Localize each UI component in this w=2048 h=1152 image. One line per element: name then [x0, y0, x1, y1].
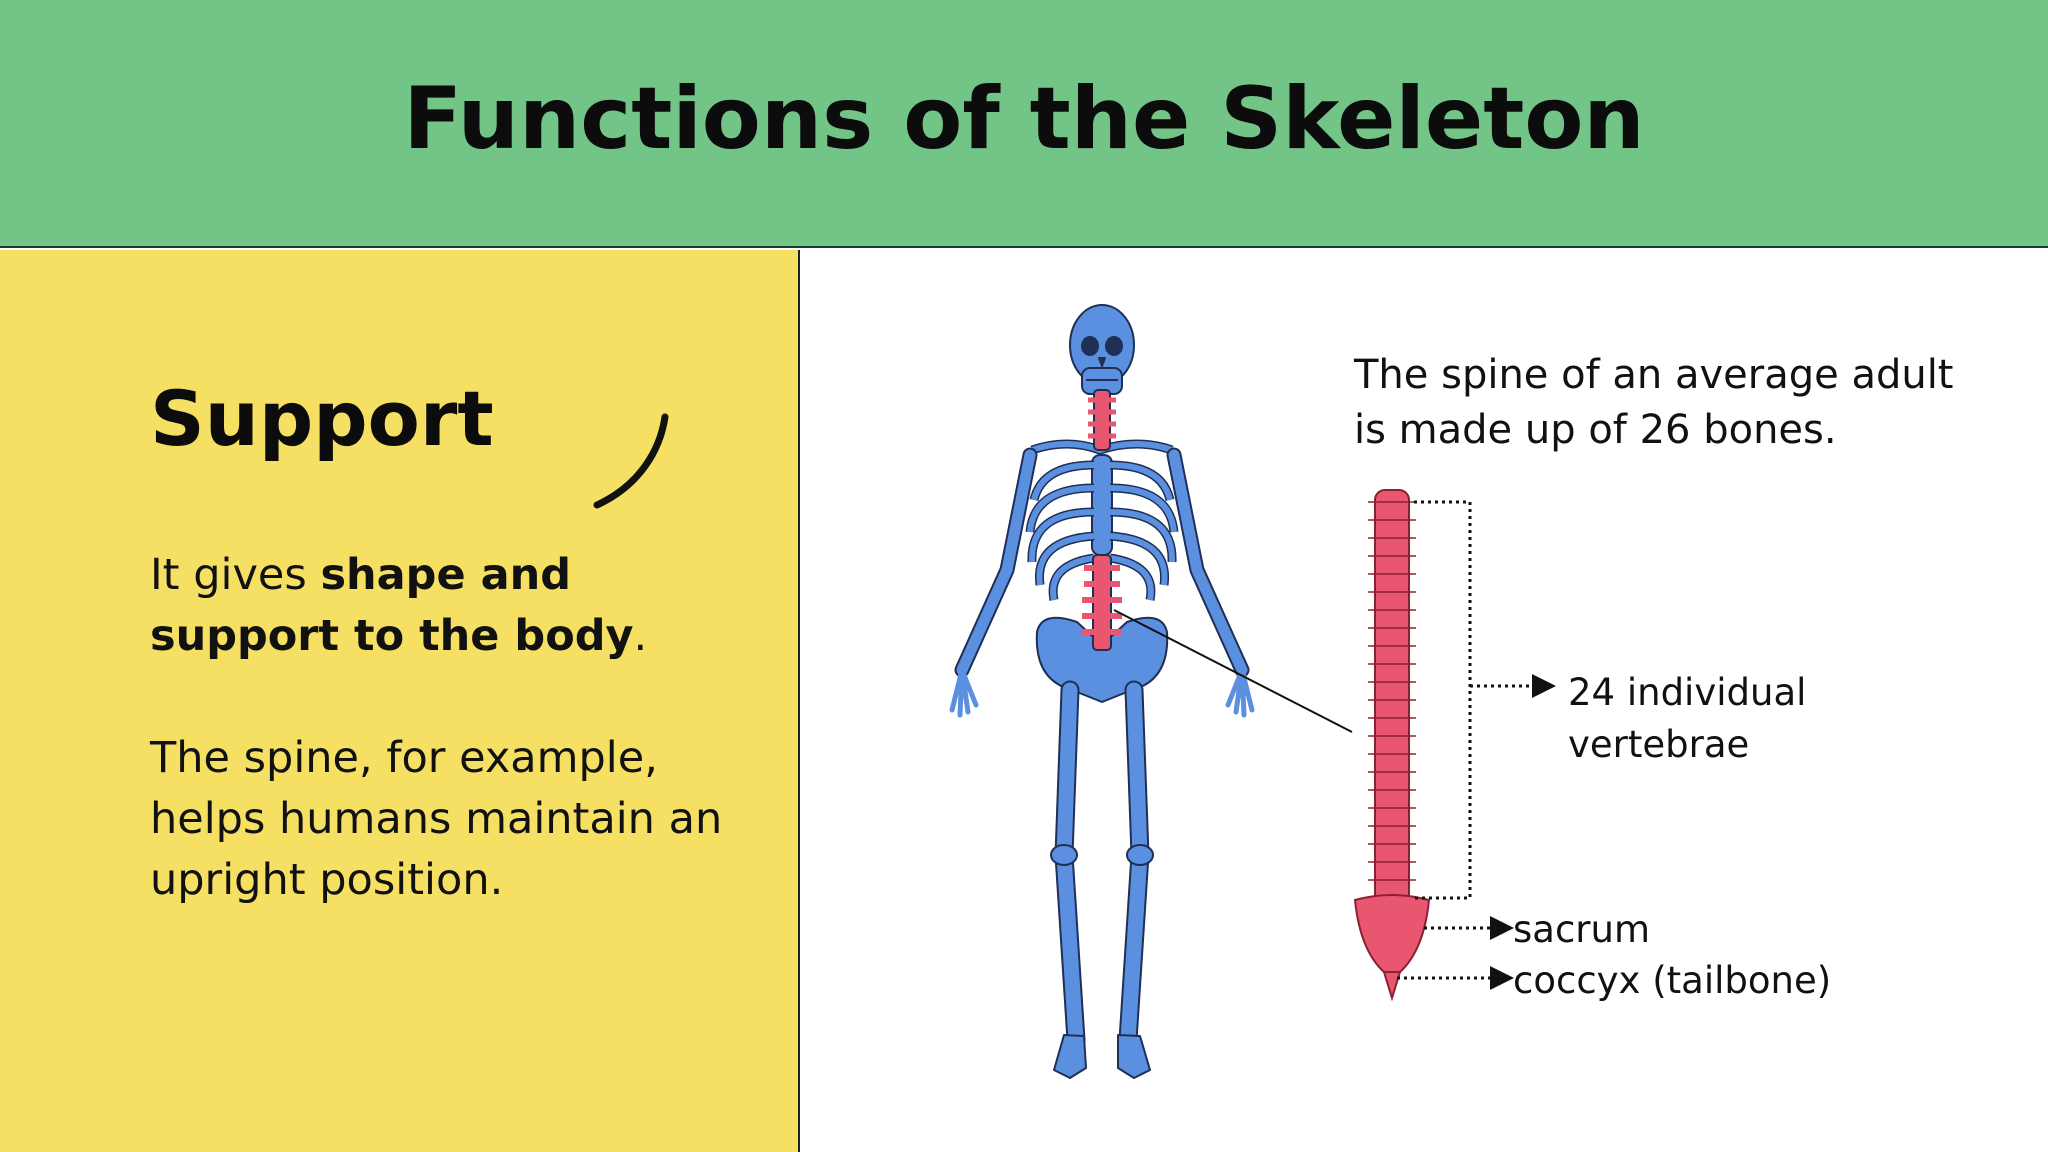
feet — [1053, 1034, 1151, 1079]
skeleton-diagram — [949, 304, 1556, 1079]
swoosh-decoration-icon — [593, 413, 669, 509]
spine-highlight — [1082, 389, 1122, 651]
support-description: It gives shape and support to the body. — [150, 550, 648, 661]
sacrum-bone — [1353, 894, 1431, 973]
pointer-line — [1113, 609, 1353, 733]
spine-fact-text: The spine of an average adult is made up… — [1354, 352, 1954, 453]
vertebrae-label: 24 individual vertebrae — [1568, 671, 1807, 766]
spine-example-text: The spine, for example, helps humans mai… — [150, 733, 723, 905]
callout-brackets — [1397, 500, 1556, 990]
skeleton-figure — [949, 304, 1255, 1079]
support-panel: Support It gives shape and support to th… — [0, 250, 800, 1152]
title-bar: Functions of the Skeleton — [0, 0, 2048, 248]
diagram-panel: The spine of an average adult is made up… — [802, 250, 2048, 1152]
support-emphasis: shape and support to the body — [150, 550, 634, 661]
ribcage — [1025, 460, 1179, 601]
legs — [1050, 680, 1154, 1050]
arms — [949, 447, 1255, 718]
coccyx-bone — [1382, 971, 1402, 1002]
page-title: Functions of the Skeleton — [403, 69, 1645, 169]
support-heading: Support — [150, 374, 494, 463]
sacrum-label: sacrum — [1513, 908, 1650, 951]
coccyx-label: coccyx (tailbone) — [1513, 959, 1832, 1002]
skull-icon — [1069, 304, 1135, 395]
enlarged-spine — [1353, 489, 1431, 1002]
